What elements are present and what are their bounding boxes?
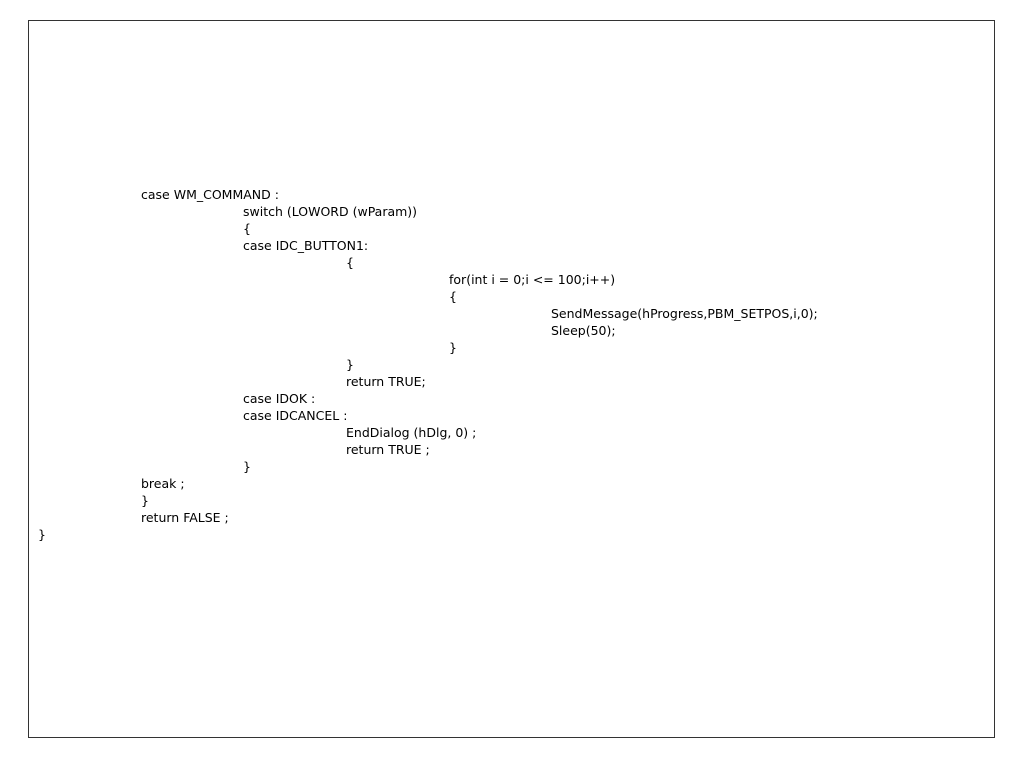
code-line-return-true-2: return TRUE ; <box>346 442 430 457</box>
document-page: case WM_COMMAND : switch (LOWORD (wParam… <box>28 20 995 738</box>
code-line-for-close-brace: } <box>449 340 457 355</box>
code-line-return-true-1: return TRUE; <box>346 374 426 389</box>
code-line-case-open-brace: { <box>346 255 354 270</box>
code-line-break: break ; <box>141 476 185 491</box>
code-line-sleep: Sleep(50); <box>551 323 616 338</box>
code-line-case-wm-command: case WM_COMMAND : <box>141 187 279 202</box>
code-line-switch-close-brace: } <box>243 459 251 474</box>
code-line-for-open-brace: { <box>449 289 457 304</box>
code-line-function-close-brace: } <box>38 527 46 542</box>
code-line-outer-close-brace: } <box>141 493 149 508</box>
code-line-for-loop: for(int i = 0;i <= 100;i++) <box>449 272 616 287</box>
code-line-send-message: SendMessage(hProgress,PBM_SETPOS,i,0); <box>551 306 818 321</box>
code-line-switch-open-brace: { <box>243 221 251 236</box>
code-line-switch: switch (LOWORD (wParam)) <box>243 204 418 219</box>
code-line-case-idc-button1: case IDC_BUTTON1: <box>243 238 369 253</box>
code-line-return-false: return FALSE ; <box>141 510 229 525</box>
code-line-case-idcancel: case IDCANCEL : <box>243 408 348 423</box>
code-line-end-dialog: EndDialog (hDlg, 0) ; <box>346 425 477 440</box>
code-line-case-idok: case IDOK : <box>243 391 316 406</box>
code-line-case-close-brace: } <box>346 357 354 372</box>
